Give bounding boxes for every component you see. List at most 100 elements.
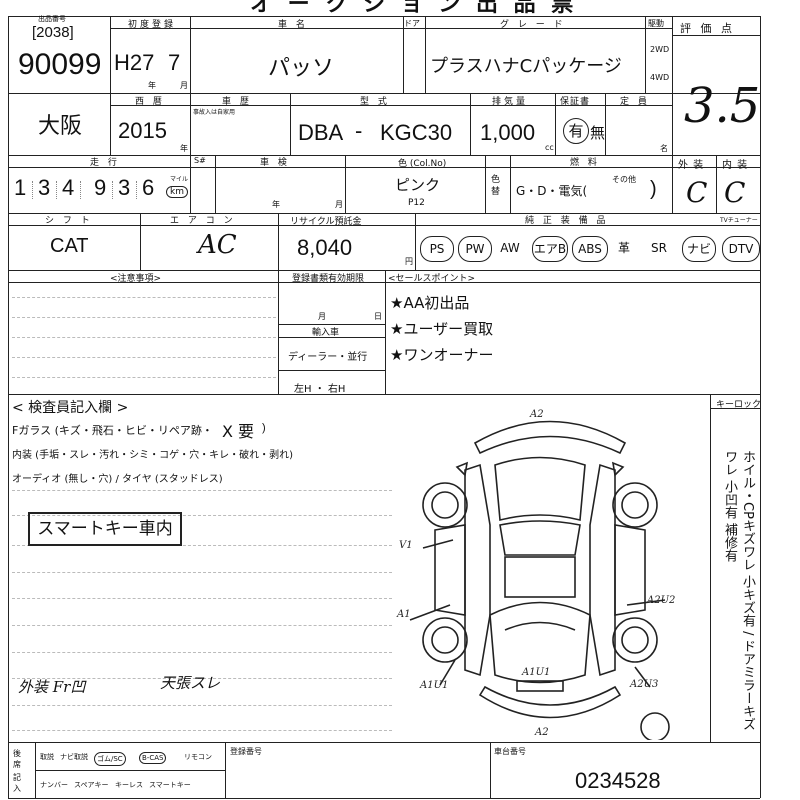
drive-4wd: 4WD bbox=[650, 73, 670, 82]
inspector-line1-end: ) bbox=[262, 422, 266, 434]
bottom-item: キーレス bbox=[115, 781, 143, 789]
import-label: 輸入車 bbox=[312, 328, 340, 338]
equipment-item: ナビ bbox=[682, 236, 716, 262]
mileage-unit-top: マイル bbox=[170, 176, 189, 183]
equipment-item: ABS bbox=[572, 236, 608, 262]
inspection-label: 車 検 bbox=[260, 158, 290, 168]
fuel-other: その他 bbox=[612, 175, 636, 184]
registration-era-year: H27 bbox=[114, 50, 155, 75]
mark-trunk: A1U1 bbox=[521, 667, 550, 678]
bottom-item: 取説 bbox=[40, 753, 54, 761]
bottom-item: リモコン bbox=[184, 753, 212, 761]
lot-number: 90099 bbox=[18, 48, 102, 81]
inspector-label: < 検査員記入欄 > bbox=[12, 400, 129, 416]
chassis-number: 0234528 bbox=[575, 768, 661, 793]
equipment-item: PS bbox=[420, 236, 454, 262]
equipment-item: エアB bbox=[532, 236, 568, 262]
model-year-label: 西 暦 bbox=[135, 97, 165, 107]
handwritten-note-ceiling: 天張スレ bbox=[160, 674, 221, 692]
bottom-item: B-CAS bbox=[139, 752, 167, 764]
mark-right-rear: A2U3 bbox=[629, 679, 658, 690]
grade-value: プラスハナCパッケージ bbox=[430, 56, 622, 77]
model-label: 型 式 bbox=[360, 97, 390, 107]
drive-2wd: 2WD bbox=[650, 45, 670, 54]
doc-expiry-month-unit: 月 bbox=[318, 312, 326, 321]
model-dash: - bbox=[355, 118, 363, 143]
vehicle-damage-diagram: A2 V1 A1 A2U2 A1U1 A1U1 A2U3 A2 bbox=[396, 409, 675, 740]
shift-value: CAT bbox=[50, 235, 89, 257]
displacement: 1,000 bbox=[480, 120, 536, 145]
capacity-unit: 名 bbox=[660, 144, 668, 153]
handwritten-note-box: スマートキー車内 bbox=[28, 512, 182, 546]
fuel-close: ) bbox=[650, 178, 657, 200]
registration-month: 7 bbox=[168, 50, 181, 75]
mark-left-front: V1 bbox=[399, 540, 413, 551]
capacity-label: 定 員 bbox=[620, 97, 650, 107]
mileage-unit: km bbox=[166, 186, 188, 198]
region: 大阪 bbox=[38, 114, 83, 139]
doc-expiry-label: 登録書類有効期限 bbox=[292, 274, 365, 284]
grade-label: グ レ ー ド bbox=[500, 20, 566, 30]
bottom-item: ゴム/SC bbox=[94, 752, 126, 766]
handwritten-note-exterior: 外装 Fr凹 bbox=[18, 678, 86, 696]
registration-year-unit: 年 bbox=[148, 81, 156, 90]
score-value: 3.5 bbox=[684, 78, 761, 134]
recycle-value: 8,040 bbox=[297, 235, 353, 260]
exterior-label: 外 装 bbox=[678, 160, 705, 171]
mark-front: A2 bbox=[529, 409, 544, 420]
model-code: KGC30 bbox=[380, 120, 453, 145]
registration-month-unit: 月 bbox=[180, 81, 188, 90]
color-change-label: 色替 bbox=[491, 175, 501, 197]
sales-point: ★AA初出品 bbox=[390, 294, 470, 312]
bottom-col1: 後席 bbox=[13, 749, 21, 769]
fuel-options: G・D・電気( bbox=[516, 184, 588, 198]
recycle-label: リサイクル預託金 bbox=[290, 217, 362, 227]
inspector-line2: 内装 (手垢・スレ・汚れ・シミ・コゲ・穴・キレ・破れ・剥れ) bbox=[12, 450, 293, 461]
bottom-col1b: 記入 bbox=[13, 773, 21, 793]
import-hand: 左H ・ 右H bbox=[294, 384, 346, 395]
car-name: パッソ bbox=[268, 56, 335, 81]
model-year: 2015 bbox=[118, 118, 167, 143]
car-name-label: 車 名 bbox=[278, 20, 308, 30]
warranty-label: 保証書 bbox=[560, 97, 591, 107]
shift-label: シ フ ト bbox=[45, 216, 93, 226]
sales-points-label: <セールスポイント> bbox=[388, 274, 476, 284]
mark-right-door: A2U2 bbox=[646, 595, 675, 606]
history-label: 車 歴 bbox=[222, 97, 252, 107]
warranty-yes: 有 bbox=[563, 118, 589, 144]
bottom-item: スペアキー bbox=[74, 781, 109, 789]
mark-left-door: A1 bbox=[396, 609, 411, 620]
color-label: 色 (Col.No) bbox=[398, 159, 447, 169]
model-year-unit: 年 bbox=[180, 144, 188, 153]
mileage-digit: 6 bbox=[142, 175, 155, 200]
warranty-no: 無 bbox=[590, 124, 606, 142]
equipment-item: PW bbox=[458, 236, 492, 262]
mileage-label: 走 行 bbox=[90, 158, 120, 168]
mileage-digit: 3 bbox=[118, 175, 131, 200]
score-label: 評 価 点 bbox=[680, 22, 735, 35]
equipment-item: 革 bbox=[617, 241, 630, 255]
aircon-value: AC bbox=[198, 230, 237, 260]
tuner-label: TVチューナー bbox=[720, 217, 758, 224]
bottom-item: スマートキー bbox=[149, 781, 191, 789]
interior-value: C bbox=[724, 176, 746, 209]
aircon-label: エ ア コ ン bbox=[170, 216, 236, 226]
inspection-year-unit: 年 bbox=[272, 200, 280, 209]
equipment-item: SR bbox=[651, 241, 667, 255]
sales-point: ★ワンオーナー bbox=[390, 346, 494, 364]
mark-rear: A2 bbox=[534, 727, 549, 738]
doc-expiry-day-unit: 日 bbox=[374, 312, 382, 321]
form-title: オ ー ク シ ョ ン 出 品 票 bbox=[250, 0, 578, 17]
sales-point: ★ユーザー買取 bbox=[390, 320, 494, 338]
displacement-label: 排気量 bbox=[492, 97, 529, 107]
side-note: ホイル・CPキズワレ 小キズ有 / ドアミラーキズワレ 小凹有 補修有 bbox=[722, 450, 755, 731]
mileage-digit: 9 bbox=[94, 175, 107, 200]
drive-label: 駆動 bbox=[648, 19, 664, 28]
registration-label: 初度登録 bbox=[128, 20, 177, 30]
lot-sub-label: 出品番号 bbox=[38, 15, 66, 23]
inspector-line1: Fガラス (キズ・飛石・ヒビ・リペア跡・ bbox=[12, 424, 213, 437]
inspector-line3: オーディオ (無し・穴) / タイヤ (スタッドレス) bbox=[12, 474, 223, 485]
reg-no-label: 登録番号 bbox=[230, 747, 262, 756]
import-dealer: ディーラー・並行 bbox=[288, 352, 368, 363]
equipment-label: 純 正 装 備 品 bbox=[525, 216, 609, 226]
